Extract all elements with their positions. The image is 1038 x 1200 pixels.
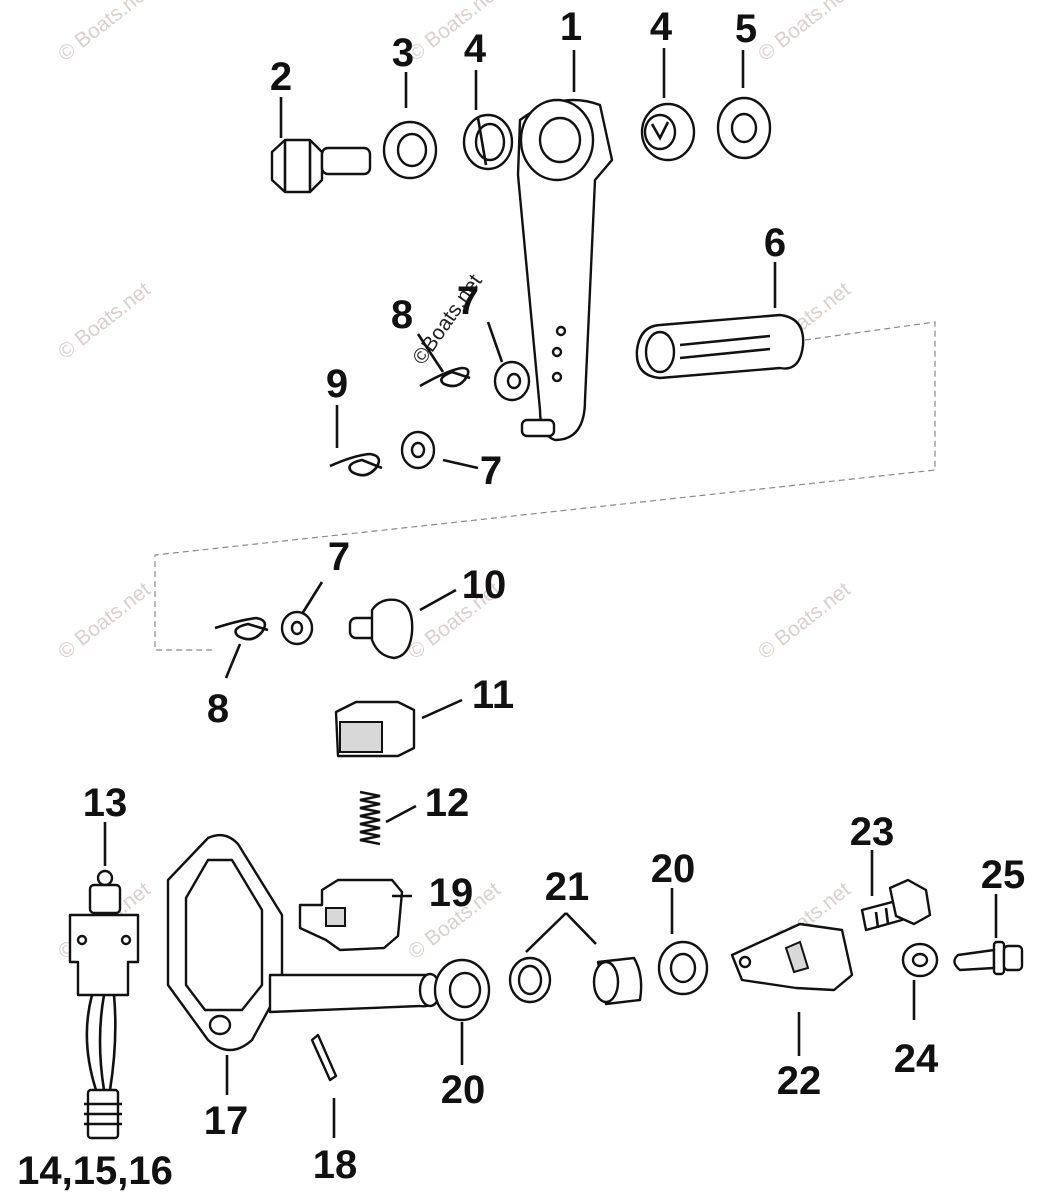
callout-4: 4	[464, 27, 487, 71]
callout-7: 7	[457, 279, 479, 323]
callout-13: 13	[83, 781, 128, 825]
callout-8: 8	[391, 293, 413, 337]
callout-3: 3	[392, 31, 414, 75]
spring-icon	[359, 790, 381, 846]
callout-8: 8	[207, 687, 229, 731]
link-rod-icon	[635, 313, 805, 380]
callout-23: 23	[850, 810, 895, 854]
callout-1: 1	[560, 5, 582, 49]
watermark: © Boats.net	[754, 0, 855, 66]
neutral-switch-icon	[68, 869, 140, 1140]
washer-icon	[400, 430, 436, 470]
callout-11: 11	[472, 673, 514, 717]
callout-2: 2	[270, 55, 292, 99]
callout-12: 12	[425, 781, 470, 825]
watermark: © Boats.net	[404, 0, 505, 66]
callout-21: 21	[545, 865, 590, 909]
callout-22: 22	[777, 1059, 822, 1103]
callout-4: 4	[650, 5, 673, 49]
washer-icon	[433, 958, 491, 1022]
cotter-pin-icon	[310, 1033, 338, 1082]
leader-lines	[103, 48, 998, 1138]
callout-18: 18	[313, 1143, 358, 1187]
callout-7: 7	[480, 449, 502, 493]
shift-plate-shaft-icon	[166, 833, 443, 1052]
detent-holder-icon	[298, 878, 404, 952]
callout-20: 20	[651, 847, 696, 891]
throttle-lever-icon	[516, 98, 614, 442]
washer-icon	[716, 96, 772, 160]
callout-10: 10	[462, 563, 507, 607]
callout-17: 17	[204, 1099, 249, 1143]
watermark: © Boats.net	[54, 278, 155, 364]
assembly-guides	[154, 321, 936, 651]
callout-14-15-16: 14,15,16	[17, 1149, 173, 1193]
callout-24: 24	[894, 1037, 939, 1081]
bolt-icon	[860, 878, 932, 932]
washer-icon	[280, 610, 314, 646]
washer-icon	[382, 120, 438, 180]
spring-clip-icon	[329, 452, 383, 477]
callout-25: 25	[981, 853, 1026, 897]
bolt-icon	[270, 138, 372, 194]
bushing-icon	[462, 113, 514, 171]
watermark: © Boats.net	[54, 0, 155, 66]
callout-7: 7	[328, 535, 350, 579]
callout-19: 19	[429, 871, 474, 915]
watermark: © Boats.net	[54, 578, 155, 664]
callout-6: 6	[764, 221, 786, 265]
bushing-icon	[640, 102, 696, 162]
callout-labels: 1 2 3 4 4 5 6 7 8 9 7 7 10 8 11 12 13 19…	[17, 5, 1025, 1193]
screw-icon	[953, 940, 1024, 976]
bushing-icon	[508, 956, 552, 1004]
bushing-icon	[592, 956, 643, 1006]
detent-block-icon	[334, 700, 416, 758]
washer-icon	[901, 942, 939, 978]
watermark: © Boats.net	[754, 578, 855, 664]
washer-icon	[493, 360, 531, 402]
ball-joint-icon	[348, 598, 414, 660]
washer-icon	[657, 940, 709, 996]
callout-9: 9	[326, 362, 348, 406]
callout-20: 20	[441, 1068, 486, 1112]
callout-5: 5	[735, 7, 757, 51]
lever-arm-icon	[730, 922, 854, 992]
spring-clip-icon	[214, 616, 269, 641]
spring-clip-icon	[419, 366, 471, 388]
